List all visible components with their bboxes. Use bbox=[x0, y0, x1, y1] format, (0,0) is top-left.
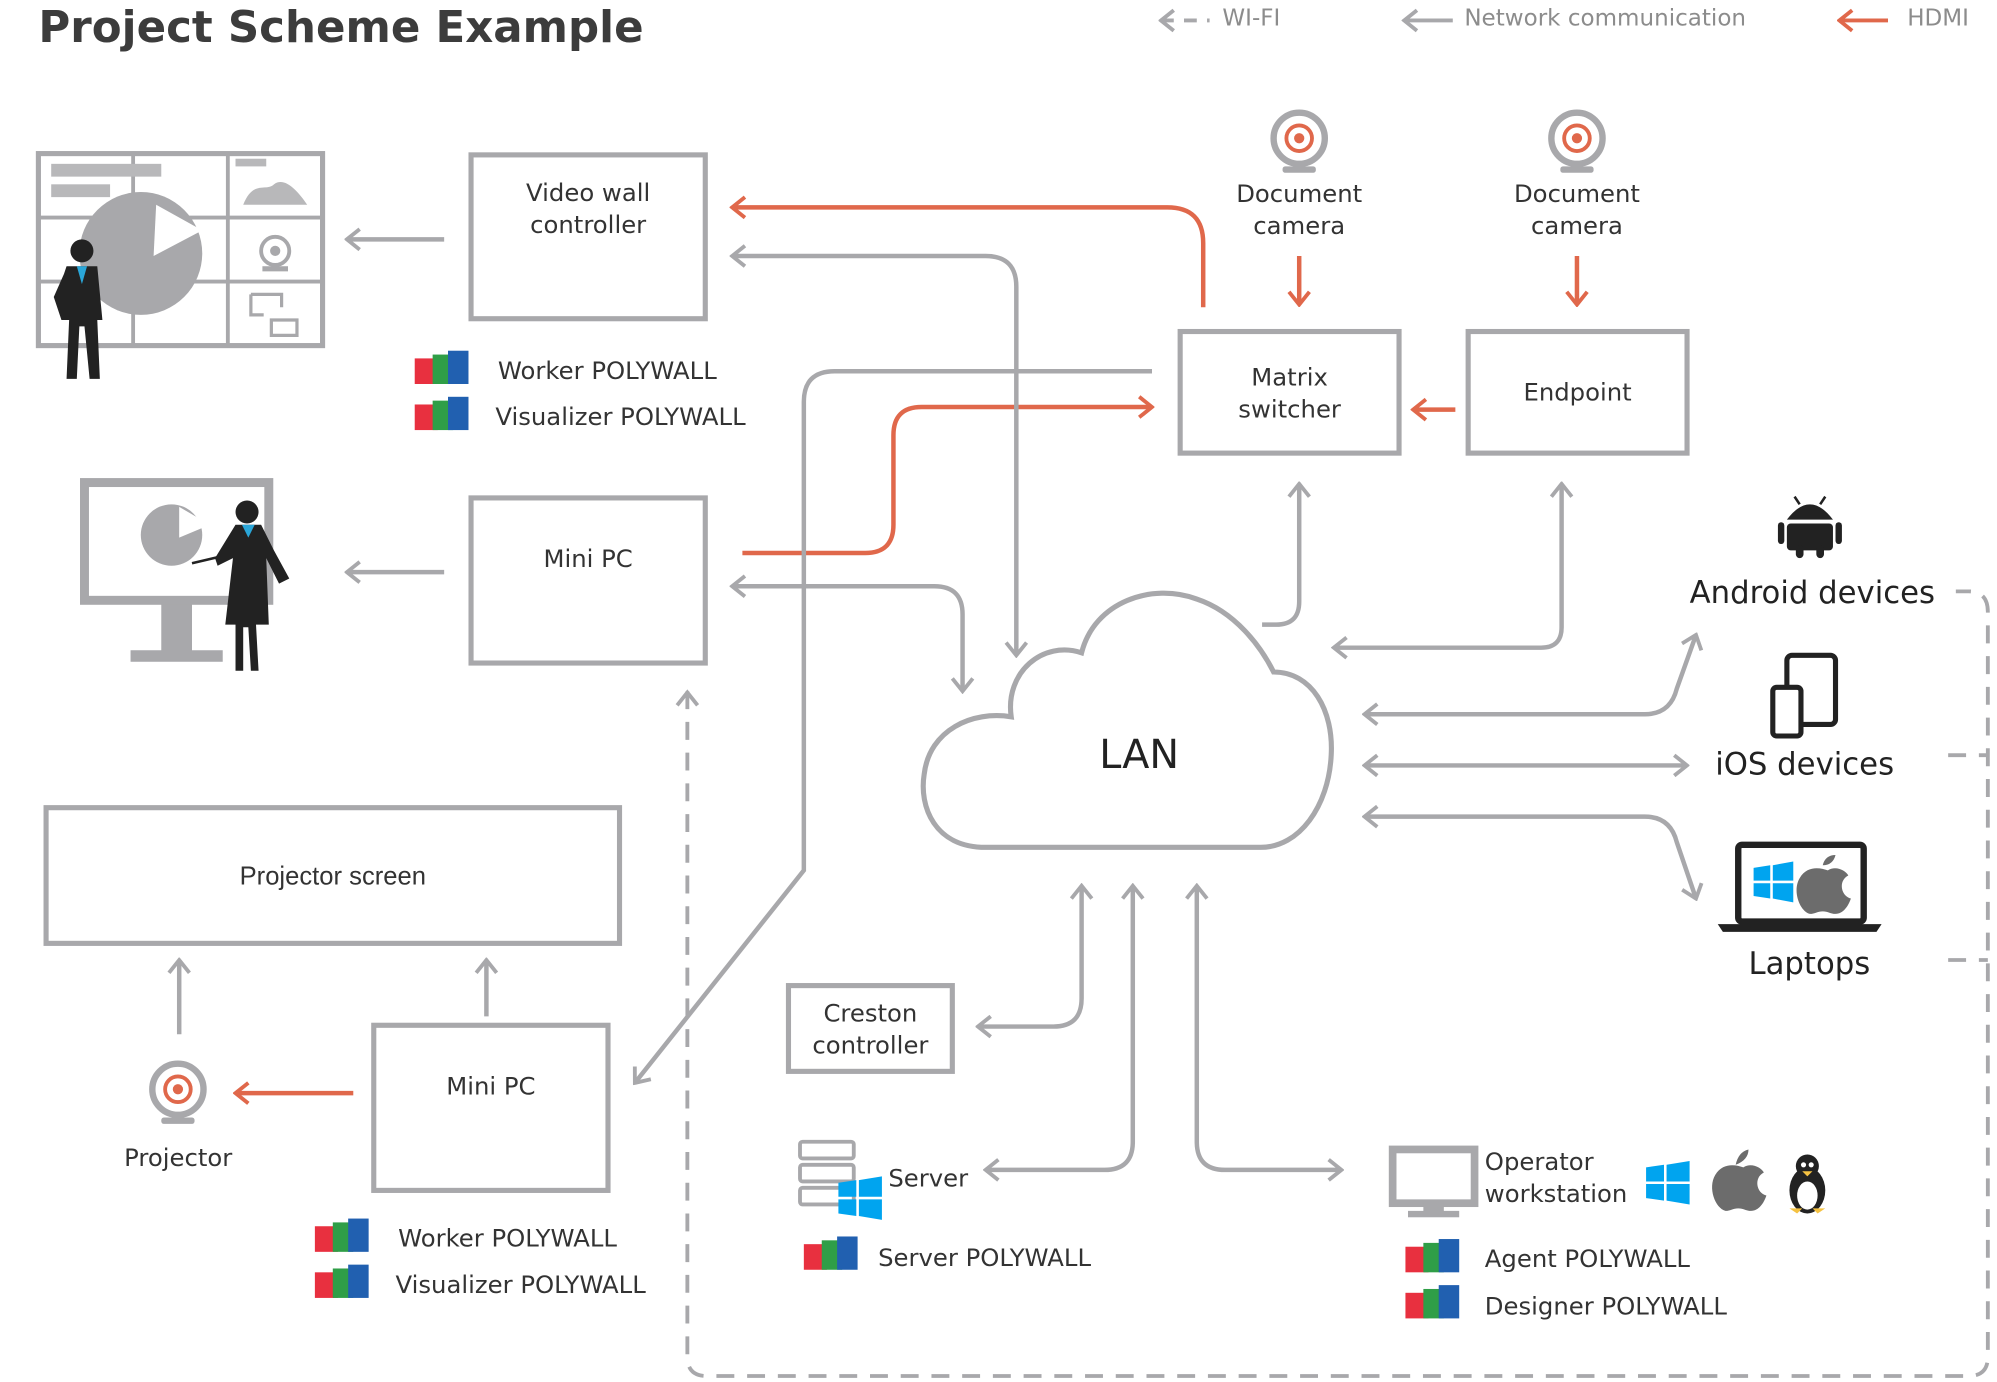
laptop-icon bbox=[1717, 841, 1882, 932]
server-windows-icon bbox=[838, 1176, 882, 1220]
legend-network-label: Network communication bbox=[1464, 5, 1747, 33]
mini-pc-top-label: Mini PC bbox=[543, 545, 633, 574]
projector-screen-box: Projector screen bbox=[43, 805, 623, 946]
document-camera-1-label: Document camera bbox=[1236, 180, 1363, 241]
polywall-logo-icon bbox=[314, 1264, 369, 1298]
laptops-label: Laptops bbox=[1748, 945, 1871, 982]
wifi-arrow-head bbox=[675, 689, 700, 707]
polywall-logo-icon bbox=[314, 1218, 369, 1252]
polywall-logo-icon bbox=[414, 350, 469, 384]
lan-cloud bbox=[920, 590, 1334, 850]
video-wall-controller-box: Video wall controller bbox=[468, 152, 708, 322]
apple-icon bbox=[1712, 1149, 1767, 1211]
document-camera-1-icon bbox=[1270, 109, 1328, 173]
projector-label: Projector bbox=[124, 1144, 233, 1173]
visualizer-polywall-2-label: Visualizer POLYWALL bbox=[395, 1271, 646, 1300]
video-wall-display-icon bbox=[35, 151, 326, 379]
server-polywall-label: Server POLYWALL bbox=[878, 1244, 1091, 1273]
ios-devices-label: iOS devices bbox=[1715, 746, 1895, 783]
operator-workstation-label: Operator workstation bbox=[1484, 1148, 1628, 1209]
ios-devices-icon bbox=[1770, 652, 1839, 739]
matrix-switcher-label: Matrix switcher bbox=[1238, 363, 1341, 424]
mini-pc-top-box: Mini PC bbox=[468, 495, 708, 666]
polywall-logo-icon bbox=[1405, 1239, 1460, 1273]
creston-controller-box: Creston controller bbox=[785, 983, 955, 1074]
polywall-logo-icon bbox=[1405, 1285, 1460, 1319]
linux-icon bbox=[1789, 1154, 1826, 1214]
android-devices-label: Android devices bbox=[1689, 574, 1936, 611]
agent-polywall-label: Agent POLYWALL bbox=[1484, 1245, 1690, 1274]
document-camera-2-label: Document camera bbox=[1513, 180, 1640, 241]
presentation-monitor-icon bbox=[79, 478, 290, 671]
video-wall-controller-label: Video wall controller bbox=[526, 179, 651, 240]
page-title: Project Scheme Example bbox=[38, 2, 644, 54]
creston-controller-label: Creston controller bbox=[812, 999, 929, 1060]
polywall-logo-icon bbox=[803, 1236, 858, 1270]
projector-camera-icon bbox=[149, 1060, 207, 1124]
projector-screen-label: Projector screen bbox=[239, 862, 426, 891]
legend-hdmi-label: HDMI bbox=[1907, 5, 1969, 33]
windows-icon-operator bbox=[1646, 1160, 1690, 1205]
server-label: Server bbox=[888, 1164, 969, 1193]
network-links bbox=[179, 239, 1696, 1170]
matrix-switcher-box: Matrix switcher bbox=[1177, 328, 1402, 456]
android-icon bbox=[1777, 495, 1842, 559]
mini-pc-bottom-box: Mini PC bbox=[371, 1022, 611, 1193]
document-camera-2-icon bbox=[1548, 109, 1606, 173]
lan-label: LAN bbox=[1099, 732, 1180, 779]
mini-pc-bottom-label: Mini PC bbox=[446, 1072, 536, 1101]
endpoint-label: Endpoint bbox=[1523, 378, 1632, 408]
endpoint-box: Endpoint bbox=[1465, 328, 1690, 456]
operator-monitor-icon bbox=[1388, 1145, 1479, 1218]
visualizer-polywall-1-label: Visualizer POLYWALL bbox=[495, 403, 746, 432]
polywall-logo-icon bbox=[414, 396, 469, 431]
worker-polywall-2-label: Worker POLYWALL bbox=[398, 1224, 617, 1254]
legend-wifi-label: WI-FI bbox=[1222, 5, 1281, 33]
designer-polywall-label: Designer POLYWALL bbox=[1484, 1292, 1727, 1321]
worker-polywall-1-label: Worker POLYWALL bbox=[497, 357, 717, 386]
